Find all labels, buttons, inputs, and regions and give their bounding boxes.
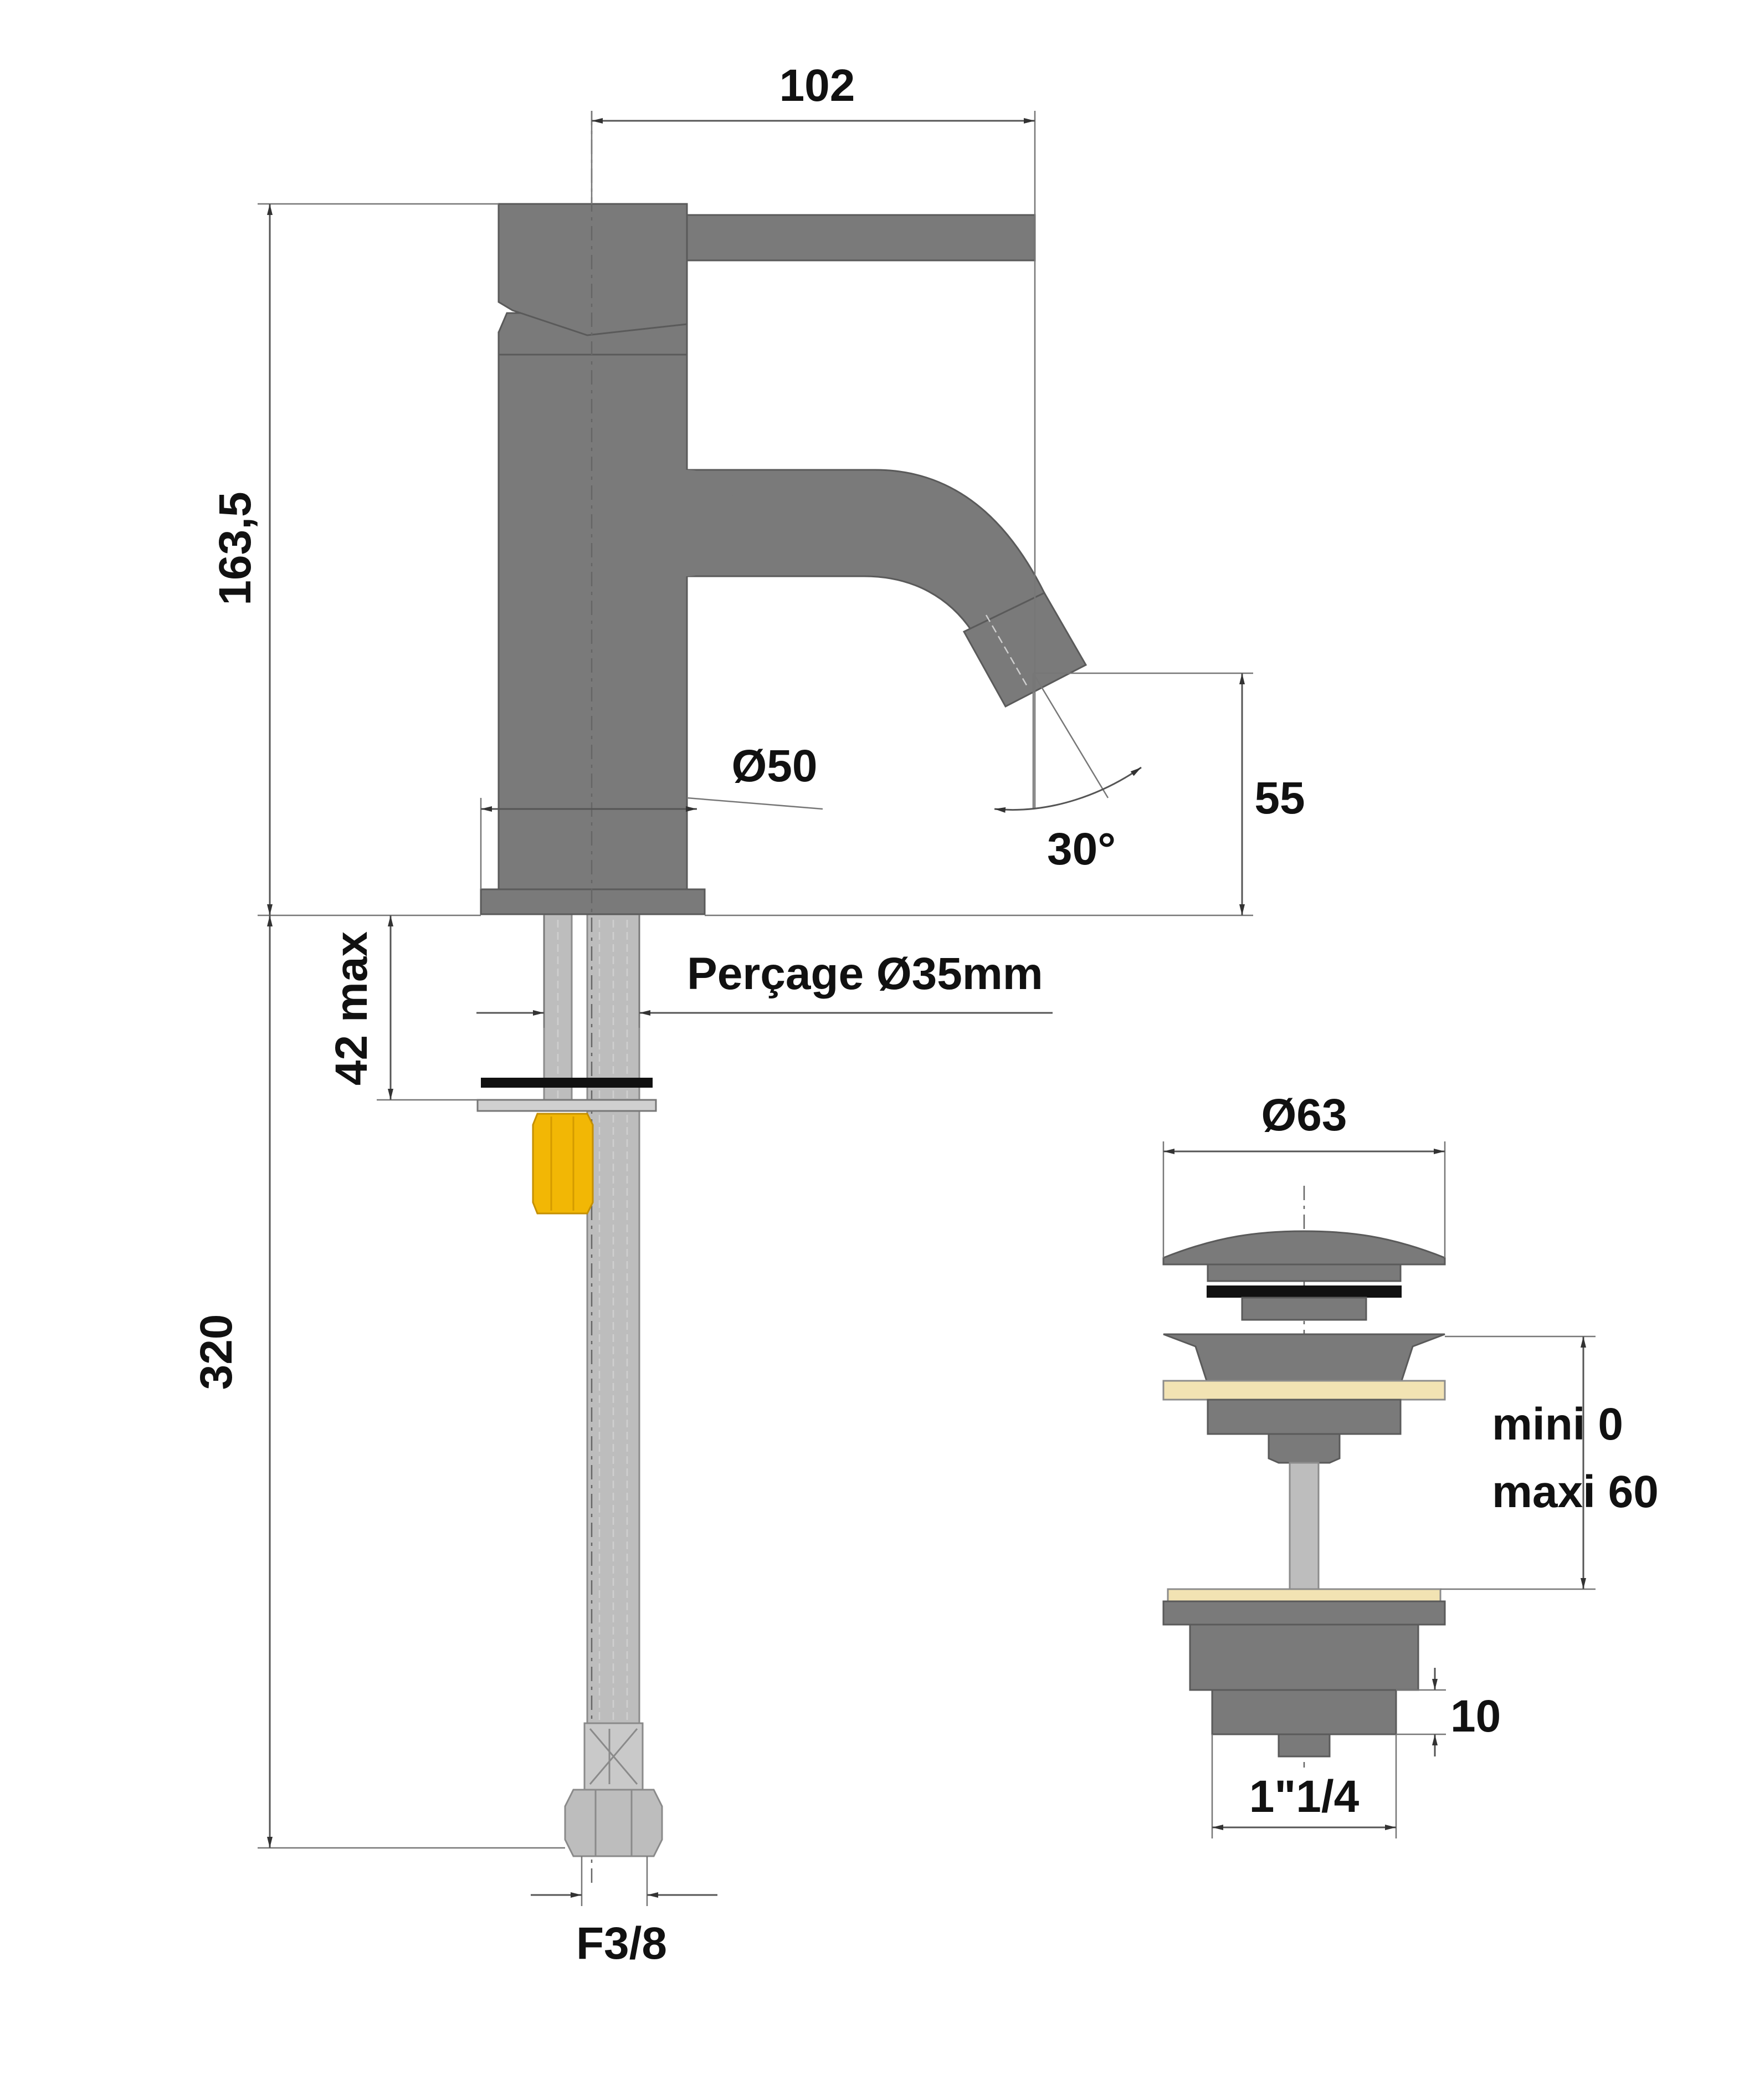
dim-spout-clearance: 55 — [1254, 773, 1305, 823]
dim-thickness-max: maxi 60 — [1492, 1467, 1659, 1517]
dim-body-height: 163,5 — [210, 491, 260, 605]
drain-lock-nut — [1162, 1600, 1446, 1626]
fixing-nut — [532, 1113, 594, 1215]
drain-body — [1189, 1623, 1419, 1691]
drain-drawing: Ø63 mini 0 maxi 60 10 1"1/4 — [1162, 1090, 1659, 1838]
drain-cap — [1162, 1230, 1446, 1266]
dim-cap-diameter: Ø63 — [1261, 1090, 1347, 1140]
drain-cap-seal — [1207, 1285, 1402, 1298]
spout-rounded-end — [634, 470, 740, 576]
dim-thread-size: 1"1/4 — [1249, 1771, 1360, 1822]
drain-stem — [1289, 1462, 1320, 1590]
hose-connector-nut — [564, 1789, 663, 1857]
base-flange — [480, 888, 706, 915]
faucet-body — [497, 331, 688, 899]
flexible-hoses — [543, 912, 640, 1729]
drain-outlet — [1278, 1733, 1331, 1758]
spout — [686, 469, 1045, 633]
dim-thread-height: 10 — [1450, 1691, 1501, 1742]
dim-drilling: Perçage Ø35mm — [687, 949, 1043, 999]
dim-body-diameter: Ø50 — [732, 741, 818, 791]
dim-spout-angle: 30° — [1047, 824, 1116, 874]
spout-aerator — [962, 592, 1088, 708]
mounting-plate — [476, 1099, 657, 1112]
faucet-head — [497, 203, 688, 336]
dim-thickness-min: mini 0 — [1492, 1399, 1623, 1449]
drain-washer — [1162, 1380, 1446, 1401]
drain-thread — [1211, 1689, 1397, 1735]
faucet-drawing: 102 163,5 Ø50 55 30° Perçage Ø35mm 42 ma… — [191, 60, 1305, 1969]
lever-handle — [686, 214, 1036, 262]
dim-spout-reach: 102 — [779, 60, 855, 111]
mounting-gasket — [481, 1078, 653, 1088]
drain-lock-washer — [1167, 1588, 1442, 1602]
dim-hose-connection: F3/8 — [576, 1918, 667, 1969]
dim-hose-length: 320 — [191, 1314, 242, 1390]
dim-max-thickness: 42 max — [326, 931, 377, 1085]
drain-flange — [1163, 1333, 1445, 1382]
